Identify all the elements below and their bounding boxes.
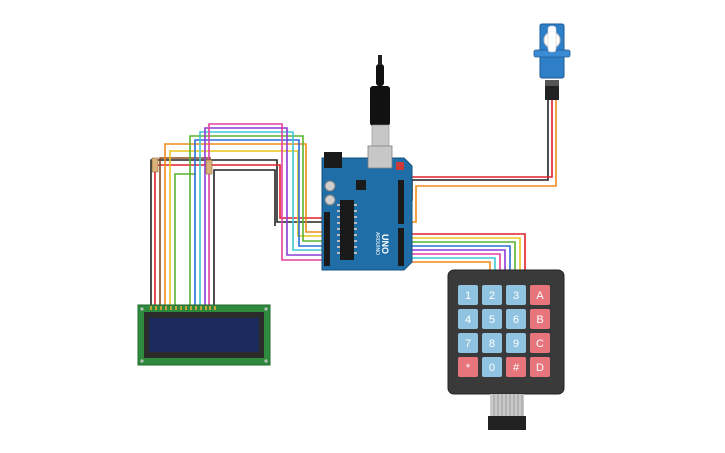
keypad-key-label: A: [536, 290, 544, 302]
wire-keypad-8: [405, 233, 526, 270]
capacitor: [324, 180, 336, 192]
resistor: [205, 159, 213, 175]
wire-keypad-2: [405, 241, 516, 270]
header-right-bottom: [398, 228, 404, 266]
servo-motor[interactable]: [533, 23, 571, 100]
lcd-screen: [149, 318, 259, 352]
wire-keypad-1: [405, 237, 521, 270]
usb-plug: [370, 86, 390, 126]
wire-keypad-5: [405, 253, 501, 270]
keypad-key-label: 3: [513, 290, 519, 302]
keypad-key[interactable]: [530, 285, 550, 305]
wire-lcd-green-2: [189, 135, 322, 305]
keypad-connector: [488, 416, 526, 430]
wire-servo-black: [406, 100, 549, 201]
keypad-key-label: 5: [489, 314, 495, 326]
wire-lcd-black: [150, 159, 322, 305]
keypad-key[interactable]: [482, 285, 502, 305]
keypad-keys: 1 2 3 A 4 5 6 B 7 8 9 C * 0 # D: [458, 285, 550, 377]
keypad-key[interactable]: [530, 309, 550, 329]
wire-keypad-6: [405, 257, 496, 270]
wire-lcd-pink: [208, 123, 322, 305]
keypad-key-label: 1: [465, 290, 471, 302]
lcd-display[interactable]: [137, 304, 271, 366]
keypad-key[interactable]: [458, 285, 478, 305]
keypad-key[interactable]: [530, 333, 550, 353]
header-left: [324, 212, 330, 266]
keypad-key[interactable]: [482, 357, 502, 377]
keypad-key[interactable]: [506, 357, 526, 377]
keypad-key-label: 4: [465, 314, 471, 326]
keypad-key-label: C: [536, 338, 544, 350]
keypad-key-label: *: [466, 362, 471, 374]
servo-connector: [545, 86, 559, 100]
ribbon-lines: [493, 394, 523, 416]
keypad-key[interactable]: [530, 357, 550, 377]
wire-lcd-cyan: [199, 131, 322, 305]
capacitor: [324, 194, 336, 206]
keypad-key[interactable]: [482, 333, 502, 353]
resistor: [151, 157, 159, 173]
keypad-key[interactable]: [482, 309, 502, 329]
keypad-key[interactable]: [458, 357, 478, 377]
power-jack: [324, 152, 342, 168]
wire-lcd-purple: [204, 127, 322, 305]
keypad-key[interactable]: [458, 309, 478, 329]
keypad-key-label: 2: [489, 290, 495, 302]
keypad-key[interactable]: [506, 309, 526, 329]
reset-button: [396, 162, 404, 170]
keypad-key-label: 8: [489, 338, 495, 350]
keypad-key[interactable]: [506, 333, 526, 353]
usb-port: [367, 145, 393, 169]
keypad-key-label: 0: [489, 362, 495, 374]
small-chip: [356, 180, 366, 190]
keypad-key-label: 9: [513, 338, 519, 350]
lcd-wires: [150, 123, 361, 305]
wire-servo-orange: [406, 100, 557, 223]
wire-lcd-black-2: [213, 169, 276, 305]
keypad-key-label: 6: [513, 314, 519, 326]
mcu-chip: [340, 200, 354, 260]
header-right-top: [398, 180, 404, 224]
wire-lcd-orange: [164, 143, 322, 305]
usb-metal: [371, 124, 390, 150]
wire-lcd-blue: [194, 139, 322, 305]
wire-lcd-brown-1: [159, 157, 211, 305]
keypad-key-label: B: [536, 314, 543, 326]
wire-keypad-3: [405, 245, 511, 270]
keypad-key-label: #: [513, 362, 520, 374]
arduino-board[interactable]: ARDUINO UNO: [321, 145, 413, 271]
wire-keypad-7: [405, 261, 491, 270]
board-brand-label: ARDUINO: [374, 232, 380, 255]
chip-pins: [337, 204, 357, 254]
wire-keypad-4: [405, 249, 506, 270]
keypad-ribbon: [490, 394, 524, 416]
keypad-key[interactable]: [458, 333, 478, 353]
lcd-resistors: [151, 157, 213, 175]
servo-horn-arm: [547, 25, 557, 53]
keypad-key-label: D: [536, 362, 544, 374]
keypad-key[interactable]: [506, 285, 526, 305]
lcd-header-pins: [150, 306, 216, 310]
keypad[interactable]: 1 2 3 A 4 5 6 B 7 8 9 C * 0 # D: [447, 269, 565, 430]
wire-lcd-yellow: [169, 150, 322, 305]
keypad-wires: [405, 233, 526, 270]
usb-cable: [370, 55, 390, 150]
keypad-key-label: 7: [465, 338, 471, 350]
board-name-label: UNO: [380, 234, 390, 254]
wire-lcd-green: [174, 173, 196, 305]
